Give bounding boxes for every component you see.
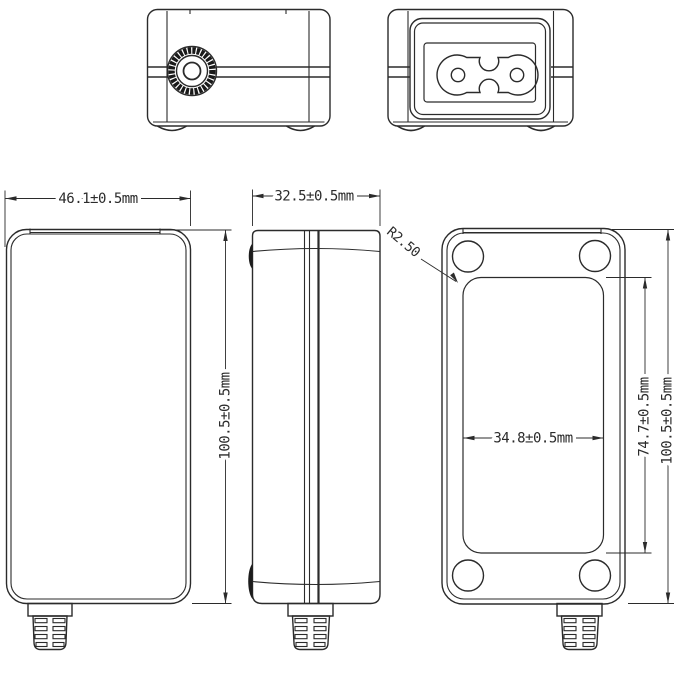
leader-arrowhead [450,272,458,283]
foot-left [397,125,425,132]
radius-label: R2.50 [383,224,423,261]
strain-relief-collar [287,602,334,617]
arrowhead-left [5,196,17,201]
arrowhead-right [179,196,191,201]
extension-lines [160,229,232,604]
dimension-back-inner-height: 74.7±0.5mm [606,277,656,554]
c8-pin-hole-left [450,67,466,83]
arrowhead-bottom [223,592,228,604]
arrowhead-top [665,229,671,241]
c8-pin-hole-right [509,67,525,83]
strain-relief [556,602,603,651]
arrowhead-left [252,193,264,199]
strain-relief [27,602,73,651]
strain-relief-collar [27,602,73,617]
strain-relief-body [560,615,600,651]
dc-jack-boss [166,45,218,97]
extension-lines [612,229,674,604]
foot-right [527,125,555,132]
parting-lines [388,66,573,78]
dc-jack-knurl-ring [168,47,216,95]
dimension-label: 34.8±0.5mm [493,431,572,447]
front-boss-profile-bottom [248,563,253,599]
extension-lines [4,190,191,247]
arrowhead-right [592,435,604,441]
back-view [441,227,626,651]
seam-tick [462,228,602,234]
dimension-label: 100.5±0.5mm [660,377,676,464]
c8-inlet [409,17,551,120]
label-recess [462,276,605,554]
end-view-ac-inlet [387,8,574,132]
side-view [248,229,381,651]
dimension-label: 32.5±0.5mm [274,189,353,205]
foot-top-right [578,239,612,273]
back-body-outer [441,227,626,605]
dimension-side-width: 32.5±0.5mm [252,185,381,226]
dimension-label: 46.1±0.5mm [58,191,137,207]
end-view-dc-body [146,8,331,127]
strain-relief-body [32,615,68,651]
front-body-outer [5,228,192,605]
strain-relief-body [291,615,331,651]
arrowhead-top [223,230,228,241]
seam-tick [29,228,161,234]
foot-left [157,125,187,132]
dc-jack-center-hole [182,61,202,81]
back-body-inner [446,232,621,600]
end-view-dc-output [146,8,331,132]
extension-lines [606,277,652,554]
dimension-back-inner-width: 34.8±0.5mm [463,427,604,450]
foot-right [286,125,315,132]
dimension-label: 74.7±0.5mm [637,377,653,456]
arrowhead-bottom [642,542,648,553]
arrowhead-bottom [665,592,671,604]
inlet-boss-inner [413,22,547,116]
inlet-boss-outer [409,17,551,120]
foot-bottom-right [578,559,612,592]
arrowhead-top [642,277,648,289]
side-body-outline [251,229,381,605]
front-view [5,228,192,651]
leader-line [420,258,457,282]
dimension-front-height: 100.5±0.5mm [160,229,237,604]
dimension-back-overall-height: 100.5±0.5mm [612,229,679,604]
front-body-inner [10,233,187,600]
end-view-ac-body [387,8,574,127]
arrowhead-right [369,193,380,199]
inlet-recess [423,42,537,103]
parting-lines-thin [303,231,311,603]
top-face-curve [252,247,381,253]
seam-tick [189,9,287,14]
bottom-face-curve [252,580,381,586]
foot-bottom-left [451,559,485,592]
foot-top-left [451,240,485,273]
arrowhead-left [463,435,475,441]
strain-relief [287,602,334,651]
c8-figure8-outline [436,54,539,96]
dimension-front-width: 46.1±0.5mm [4,188,191,247]
strain-relief-collar [556,602,603,617]
dimension-label: 100.5±0.5mm [218,372,234,459]
front-boss-profile-top [248,243,253,269]
